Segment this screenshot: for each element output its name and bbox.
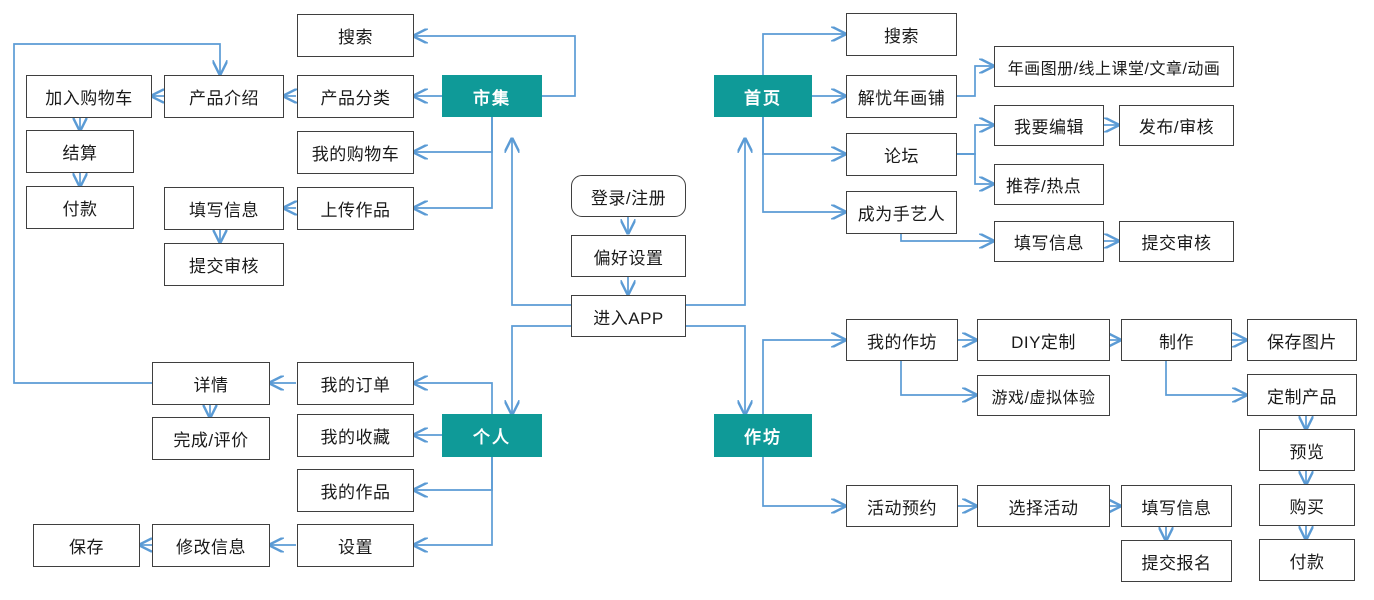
node-activity-booking[interactable]: 活动预约 <box>846 485 958 527</box>
node-edit-info[interactable]: 修改信息 <box>152 524 270 567</box>
node-fill-info-workshop[interactable]: 填写信息 <box>1121 485 1232 527</box>
node-order-detail[interactable]: 详情 <box>152 362 270 405</box>
hub-personal[interactable]: 个人 <box>442 414 542 457</box>
node-pay-market[interactable]: 付款 <box>26 186 134 229</box>
node-save[interactable]: 保存 <box>33 524 140 567</box>
hub-home[interactable]: 首页 <box>714 75 812 117</box>
node-preview[interactable]: 预览 <box>1259 429 1355 471</box>
node-my-favorites[interactable]: 我的收藏 <box>297 414 414 457</box>
node-my-edit[interactable]: 我要编辑 <box>994 105 1104 146</box>
node-home-search[interactable]: 搜索 <box>846 13 957 56</box>
node-xieyou-shop[interactable]: 解忧年画铺 <box>846 75 957 118</box>
node-upload-work[interactable]: 上传作品 <box>297 187 414 230</box>
node-submit-review-home[interactable]: 提交审核 <box>1119 221 1234 262</box>
hub-market[interactable]: 市集 <box>442 75 542 117</box>
node-diy-custom[interactable]: DIY定制 <box>977 319 1110 361</box>
node-publish-review[interactable]: 发布/审核 <box>1119 105 1234 146</box>
node-pay-workshop[interactable]: 付款 <box>1259 539 1355 581</box>
node-my-orders[interactable]: 我的订单 <box>297 362 414 405</box>
node-checkout[interactable]: 结算 <box>26 130 134 173</box>
node-custom-product[interactable]: 定制产品 <box>1247 374 1357 416</box>
node-enter-app[interactable]: 进入APP <box>571 295 686 337</box>
node-forum[interactable]: 论坛 <box>846 133 957 176</box>
node-submit-review-market[interactable]: 提交审核 <box>164 243 284 286</box>
node-submit-signup[interactable]: 提交报名 <box>1121 540 1232 582</box>
node-preference-settings[interactable]: 偏好设置 <box>571 235 686 277</box>
node-shop-content-list[interactable]: 年画图册/线上课堂/文章/动画 <box>994 46 1234 87</box>
node-login-register[interactable]: 登录/注册 <box>571 175 686 217</box>
node-fill-info-market[interactable]: 填写信息 <box>164 187 284 230</box>
node-buy[interactable]: 购买 <box>1259 484 1355 526</box>
node-product-category[interactable]: 产品分类 <box>297 75 414 118</box>
node-my-works[interactable]: 我的作品 <box>297 469 414 512</box>
node-my-cart[interactable]: 我的购物车 <box>297 131 414 174</box>
node-recommend-hot[interactable]: 推荐/热点 <box>994 164 1104 205</box>
node-become-artisan[interactable]: 成为手艺人 <box>846 191 957 234</box>
node-add-to-cart[interactable]: 加入购物车 <box>26 75 152 118</box>
node-market-search[interactable]: 搜索 <box>297 14 414 57</box>
hub-workshop[interactable]: 作坊 <box>714 414 812 457</box>
node-settings[interactable]: 设置 <box>297 524 414 567</box>
node-make[interactable]: 制作 <box>1121 319 1232 361</box>
node-product-intro[interactable]: 产品介绍 <box>164 75 284 118</box>
node-finish-review[interactable]: 完成/评价 <box>152 417 270 460</box>
node-fill-info-home[interactable]: 填写信息 <box>994 221 1104 262</box>
node-choose-activity[interactable]: 选择活动 <box>977 485 1110 527</box>
node-save-image[interactable]: 保存图片 <box>1247 319 1357 361</box>
node-my-workshop[interactable]: 我的作坊 <box>846 319 958 361</box>
node-game-vr[interactable]: 游戏/虚拟体验 <box>977 375 1110 416</box>
